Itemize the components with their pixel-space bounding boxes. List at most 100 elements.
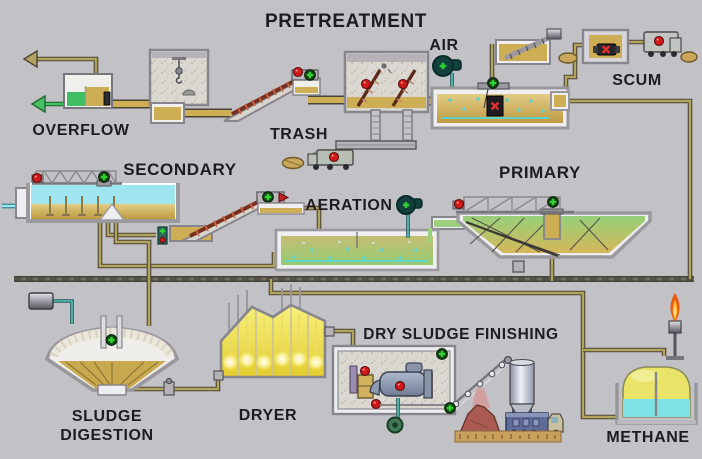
digester-feed-pipe-inner <box>114 221 151 326</box>
scum-pump-station <box>581 28 630 65</box>
dryer-outlet <box>324 326 335 337</box>
cab-window <box>551 417 558 423</box>
running-indicator-icon[interactable] <box>435 347 449 361</box>
grit-classifier[interactable] <box>495 28 562 65</box>
running-indicator-icon[interactable] <box>97 170 111 184</box>
sludge-centrifuge[interactable] <box>369 362 433 399</box>
centrate-pump[interactable] <box>386 398 404 434</box>
stopped-indicator-icon[interactable] <box>453 198 465 210</box>
running-indicator-icon[interactable] <box>443 401 457 415</box>
digester-ribs <box>65 361 159 386</box>
digester-gas-pipe-inner <box>269 279 618 419</box>
ras-suction-pipe-inner <box>106 221 156 237</box>
sludge-hopper <box>98 202 126 221</box>
conveyor-rungs <box>371 115 412 141</box>
label-air: AIR <box>429 37 458 54</box>
label-dry-sludge-finishing: DRY SLUDGE FINISHING <box>363 326 558 343</box>
label-sludge-digestion-line1: SLUDGE <box>72 408 142 425</box>
aeration-blower[interactable] <box>396 195 423 238</box>
bar-screens-building <box>343 50 430 114</box>
running-indicator-icon <box>439 62 447 70</box>
ras-pump[interactable] <box>157 226 168 245</box>
stopped-indicator-icon[interactable] <box>328 151 340 163</box>
label-scum: SCUM <box>612 72 662 89</box>
pile-shading <box>469 419 489 429</box>
running-indicator-icon <box>403 202 409 208</box>
hoist-hook-icon <box>175 74 183 84</box>
flare-tip <box>668 320 682 334</box>
aeration-bubbles <box>292 247 418 260</box>
grit-dome-cover <box>182 89 196 96</box>
overflow-splitter-box <box>63 73 113 109</box>
discharge-conveyor[interactable] <box>443 356 513 415</box>
primary-clarifier <box>452 195 652 259</box>
digester-foam <box>49 327 175 359</box>
aeration-basin <box>274 216 465 272</box>
scum-truck[interactable] <box>643 31 682 57</box>
stopped-indicator-icon <box>159 236 166 244</box>
trash-pile <box>281 156 305 170</box>
stopped-indicator-icon[interactable] <box>359 365 371 377</box>
stopped-indicator-icon[interactable] <box>394 380 406 392</box>
stopped-indicator-icon[interactable] <box>31 172 43 184</box>
ras-discharge-pipe-inner <box>303 206 321 237</box>
loading-ground <box>454 430 562 443</box>
overflow-flow-arrow-icon <box>30 94 46 114</box>
dry-sludge-pile <box>458 404 501 434</box>
bypass-pipe-inner <box>36 57 98 76</box>
dried-sludge-pipe <box>334 328 356 345</box>
running-indicator-icon[interactable] <box>303 68 317 82</box>
running-indicator-icon[interactable] <box>104 333 119 347</box>
running-indicator-icon[interactable] <box>261 190 275 204</box>
stopped-indicator-icon[interactable] <box>370 398 382 410</box>
label-secondary: SECONDARY <box>123 160 236 179</box>
methane-gas-holder <box>615 366 698 425</box>
stopped-indicator-icon[interactable] <box>653 35 665 47</box>
ras-screw-conveyor[interactable] <box>169 190 305 242</box>
trash-truck[interactable] <box>307 148 354 170</box>
scum-transfer-pipe-inner <box>564 43 584 99</box>
flare-gas-pipe-inner <box>583 348 666 356</box>
pipe-network <box>2 39 694 420</box>
clarified-water <box>31 185 175 204</box>
hoist-beam <box>172 57 186 60</box>
stopped-indicator-icon[interactable] <box>397 78 409 90</box>
drive-cone-icon <box>278 192 290 203</box>
headworks-sump-water <box>154 107 181 120</box>
dry-sludge-finishing-building <box>331 344 457 416</box>
primary-effluent-channel <box>434 220 462 227</box>
vent-fan-icon <box>381 63 387 69</box>
control-panel[interactable] <box>349 365 358 394</box>
digester-outlet <box>97 384 127 396</box>
label-dryer: DRYER <box>239 407 297 424</box>
stopped-indicator-icon[interactable] <box>292 66 304 78</box>
truck-cab <box>307 153 318 166</box>
secondary-clarifier <box>15 169 180 223</box>
primary-sludge-pump[interactable] <box>512 260 525 273</box>
digested-sludge-pipe-inner <box>124 377 220 391</box>
label-pretreatment: PRETREATMENT <box>265 11 427 32</box>
classifier-motor[interactable] <box>546 28 562 40</box>
trash-conveyor[interactable] <box>335 109 417 150</box>
grit-outlet-box <box>554 95 566 107</box>
hoist-pulley-icon[interactable] <box>175 67 183 75</box>
screw-flights <box>195 202 254 237</box>
overflow-gate[interactable] <box>103 91 111 106</box>
stopped-indicator-icon[interactable] <box>360 78 372 90</box>
flare-base <box>666 356 684 360</box>
aerated-grit-chamber <box>430 76 570 130</box>
running-indicator-icon <box>159 228 166 234</box>
label-sludge-digestion-line2: DIGESTION <box>60 427 153 444</box>
influent-screw-conveyor[interactable] <box>223 66 321 122</box>
label-trash: TRASH <box>270 126 328 143</box>
screw-shaft <box>189 197 265 238</box>
digester-mixer-motor[interactable] <box>28 292 74 324</box>
sludge-stream <box>472 388 490 408</box>
dryer-inlet <box>213 370 224 381</box>
headworks-building <box>148 48 210 124</box>
dried-sludge-pipe-inner <box>334 329 355 345</box>
running-indicator-icon[interactable] <box>486 76 500 90</box>
heater-rods <box>228 284 301 331</box>
running-indicator-icon[interactable] <box>546 195 560 209</box>
